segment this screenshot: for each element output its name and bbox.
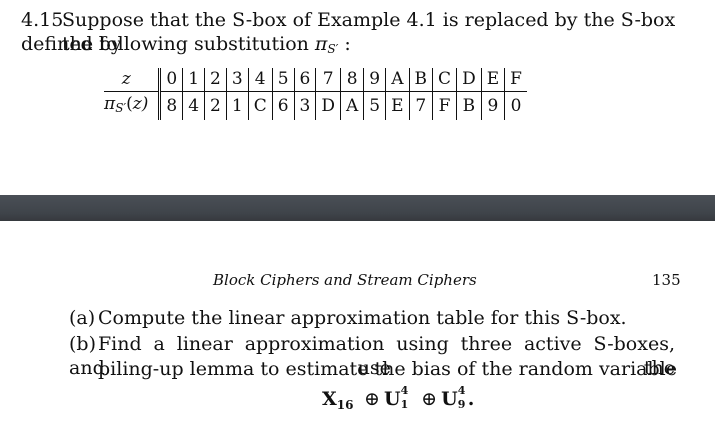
sbox-z-cell: 2: [204, 68, 227, 92]
problem-line-2: the following substitution πS′ :: [62, 32, 351, 61]
item-a-text: Compute the linear approximation table f…: [98, 307, 627, 329]
sbox-z-cell: 5: [271, 68, 295, 92]
sbox-z-cell: 7: [315, 68, 341, 92]
item-a-label: (a): [69, 307, 96, 329]
sbox-z-cell: 1: [182, 68, 205, 92]
formula-u1: U: [384, 388, 401, 410]
problem-number: 4.15: [21, 9, 64, 31]
sbox-z-cell: 3: [225, 68, 249, 92]
sbox-z-cell: C: [432, 68, 457, 92]
formula-x: X: [322, 388, 337, 410]
formula-u2: U: [441, 388, 458, 410]
sbox-row-label-pi: πS′(z): [104, 94, 149, 115]
sbox-z-cell: F: [504, 68, 527, 92]
sbox-z-cell: E: [480, 68, 505, 92]
sbox-z-cell: 9: [363, 68, 386, 92]
formula-end: .: [467, 388, 475, 410]
sbox-pi-cell: E: [385, 91, 410, 120]
formula-x-sub: 16: [336, 398, 354, 412]
item-b-text-1: Find a linear approximation using three …: [69, 333, 675, 379]
sbox-pi-cell: 2: [204, 91, 227, 120]
page-top: 4.15Suppose that the S-box of Example 4.…: [0, 0, 715, 195]
sbox-pi-cell: 4: [182, 91, 205, 120]
sbox-pi-cell: F: [432, 91, 457, 120]
item-b-label: (b): [69, 333, 96, 355]
sbox-pi-cell: C: [247, 91, 273, 120]
sbox-pi-cell: A: [340, 91, 364, 120]
sbox-pi-cell: D: [315, 91, 341, 120]
sbox-pi-cell: 1: [225, 91, 249, 120]
formula-u1-sup: 4: [400, 384, 409, 397]
pi-subscript-row: S′: [115, 101, 127, 115]
formula-u2-sup: 4: [457, 384, 466, 397]
xor-operator-1: ⊕: [364, 388, 380, 410]
problem-line-1: 4.15Suppose that the S-box of Example 4.…: [21, 8, 715, 56]
pi-subscript: S′: [327, 42, 339, 56]
sbox-z-cell: 0: [158, 68, 183, 92]
item-a: (a)Compute the linear approximation tabl…: [69, 306, 627, 330]
pi-symbol-row: π: [104, 94, 116, 114]
running-head: Block Ciphers and Stream Ciphers: [213, 271, 477, 289]
xor-operator-2: ⊕: [421, 388, 438, 410]
item-b: (b)Find a linear approximation using thr…: [69, 332, 675, 380]
item-b-text-2: piling-up lemma to estimate the bias of …: [98, 358, 677, 380]
sbox-z-cell: 4: [247, 68, 273, 92]
sbox-pi-cell: 9: [480, 91, 505, 120]
sbox-pi-cell: 8: [158, 91, 183, 120]
sbox-row-label-z: z: [104, 68, 160, 92]
problem-text-1: Suppose that the S-box of Example 4.1 is…: [21, 9, 676, 55]
sbox-z-cell: B: [408, 68, 433, 92]
sbox-pi-cell: 5: [363, 91, 386, 120]
page-divider: [0, 195, 715, 221]
page-number: 135: [652, 271, 681, 289]
page-bottom: Block Ciphers and Stream Ciphers 135 (a)…: [0, 221, 715, 422]
pi-symbol: π: [314, 33, 328, 55]
formula-u2-sub: 9: [457, 398, 466, 411]
problem-colon: :: [344, 33, 351, 55]
sbox-pi-cell: 6: [271, 91, 295, 120]
problem-text-2: the following substitution: [62, 33, 309, 55]
sbox-pi-cell: 0: [504, 91, 527, 120]
sbox-pi-cell: 7: [408, 91, 433, 120]
formula-u1-sub: 1: [400, 398, 409, 411]
sbox-z-cell: 8: [340, 68, 364, 92]
sbox-z-cell: 6: [293, 68, 316, 92]
sbox-z-cell: A: [385, 68, 410, 92]
sbox-pi-cell: B: [456, 91, 482, 120]
sbox-pi-cell: 3: [293, 91, 316, 120]
sbox-z-cell: D: [456, 68, 482, 92]
